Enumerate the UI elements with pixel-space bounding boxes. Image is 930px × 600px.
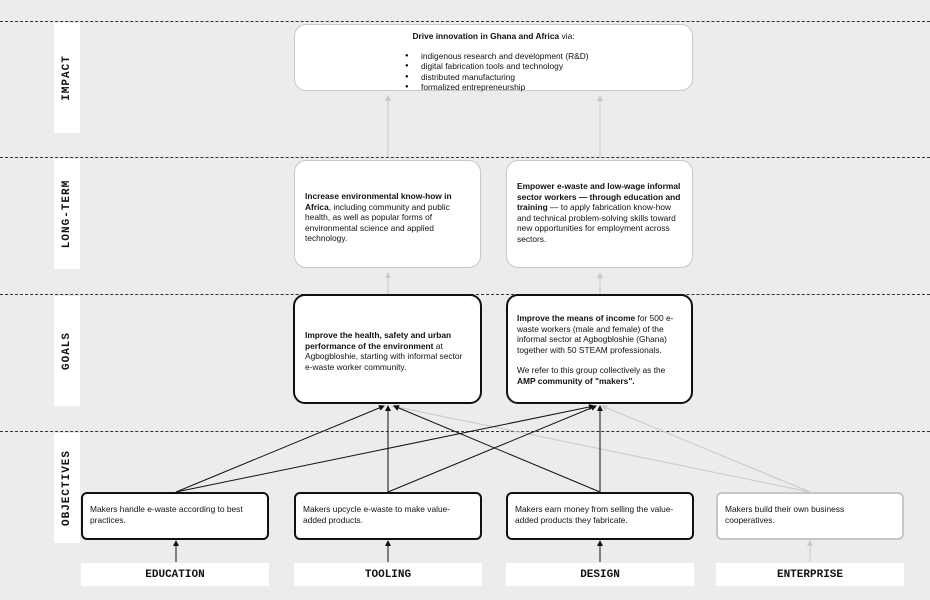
longterm-box-empower: Empower e-waste and low-wage informal se… — [506, 160, 693, 268]
goal-amp-text: We refer to this group collectively as t… — [517, 365, 666, 386]
impact-title: Drive innovation in Ghana and Africa via… — [412, 31, 575, 41]
row-label-objectives: OBJECTIVES — [54, 433, 80, 543]
objective-box-education: Makers handle e-waste according to best … — [81, 492, 269, 540]
label-design: DESIGN — [506, 563, 694, 586]
impact-item: indigenous research and development (R&D… — [405, 51, 682, 62]
row-label-long-term: LONG-TERM — [54, 159, 80, 269]
goal-income-text: Improve the means of income for 500 e-wa… — [517, 313, 674, 355]
row-divider — [0, 157, 930, 158]
arrow-obj1-to-goal-right — [175, 404, 595, 493]
row-label-impact: IMPACT — [54, 23, 80, 133]
label-enterprise: ENTERPRISE — [716, 563, 904, 586]
impact-box: Drive innovation in Ghana and Africa via… — [294, 24, 693, 93]
objective-box-design: Makers earn money from selling the value… — [506, 492, 694, 540]
impact-item: formalized entrepreneurship — [405, 82, 682, 93]
objective-box-tooling: Makers upcycle e-waste to make value-add… — [294, 492, 482, 540]
objective-text: Makers build their own business cooperat… — [725, 504, 845, 525]
label-tooling: TOOLING — [294, 563, 482, 586]
goal-box-environment: Improve the health, safety and urban per… — [293, 294, 482, 404]
label-education: EDUCATION — [81, 563, 269, 586]
objective-text: Makers upcycle e-waste to make value-add… — [303, 504, 451, 525]
impact-list: indigenous research and development (R&D… — [305, 51, 682, 93]
arrow-obj4-to-goal-left — [391, 404, 811, 493]
row-divider — [0, 431, 930, 432]
arrow-obj4-to-goal-right — [601, 405, 811, 493]
objective-text: Makers handle e-waste according to best … — [90, 504, 243, 525]
row-divider — [0, 21, 930, 22]
objective-box-enterprise: Makers build their own business cooperat… — [716, 492, 904, 540]
goal-box-income: Improve the means of income for 500 e-wa… — [506, 294, 693, 404]
row-label-goals: GOALS — [54, 296, 80, 406]
impact-item: digital fabrication tools and technology — [405, 61, 682, 72]
arrow-obj3-to-goal-left — [393, 405, 601, 493]
arrow-obj1-to-goal-left — [175, 405, 385, 493]
arrow-obj2-to-goal-right — [387, 405, 597, 493]
longterm-box-environment: Increase environmental know-how in Afric… — [294, 160, 481, 268]
objective-text: Makers earn money from selling the value… — [515, 504, 674, 525]
impact-item: distributed manufacturing — [405, 72, 682, 83]
